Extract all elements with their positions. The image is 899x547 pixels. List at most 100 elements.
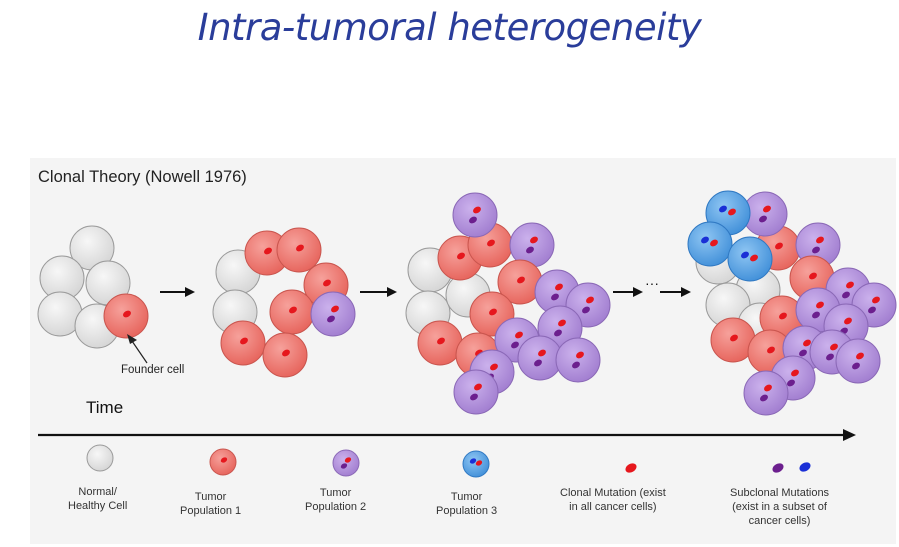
- legend-icon-normal-cell: [86, 444, 114, 472]
- clonal-mutation-mark: [816, 301, 824, 309]
- tumor-population-1-cell: [103, 293, 149, 339]
- subclonal-mutation-mark: [812, 246, 820, 254]
- stage-arrow-3b-head: [681, 287, 691, 297]
- legend-layer: [86, 444, 811, 478]
- tumor-population-2-cell: [453, 369, 499, 415]
- clonal-mutation-mark: [240, 337, 248, 345]
- tumor-population-2-cell: [517, 335, 563, 381]
- stage-arrow-3a-head: [633, 287, 643, 297]
- subclonal-mutation-mark: [572, 361, 580, 369]
- tumor-population-1-cell: [417, 320, 463, 366]
- tumor-population-3-cell: [687, 221, 733, 267]
- subclonal-mutation-mark: [534, 359, 542, 367]
- clonal-mutation-mark: [457, 252, 465, 260]
- clonal-mutation-mark: [282, 349, 290, 357]
- arrows-layer: ···: [38, 275, 856, 441]
- subclonal-mutation-mark: [826, 353, 834, 361]
- founder-cell-label: Founder cell: [121, 364, 185, 376]
- subclonal-mutation-mark: [719, 205, 727, 213]
- tumor-population-2-cell: [310, 291, 356, 337]
- tumor-population-2-cell: [835, 338, 881, 384]
- subclonal-mutation-mark: [760, 394, 768, 402]
- clonal-mutation-mark: [289, 306, 297, 314]
- tumor-population-2-cell: [452, 192, 498, 238]
- clonal-mutation-mark: [331, 305, 339, 313]
- subclonal-mutation-mark: [551, 293, 559, 301]
- subclonal-mutation-mark: [741, 251, 749, 259]
- clonal-mutation-mark: [856, 352, 864, 360]
- subclonal-mutation-mark: [842, 291, 850, 299]
- tumor-population-1-cell: [220, 320, 266, 366]
- clonal-mutation-mark: [555, 283, 563, 291]
- stage-arrow-1-head: [185, 287, 195, 297]
- subclonal-mutation-mark: [759, 215, 767, 223]
- clonal-mutation-mark: [220, 457, 228, 463]
- tumor-population-2-cell: [555, 337, 601, 383]
- subclonal-mutation-mark: [554, 329, 562, 337]
- clonal-mutation-mark: [475, 460, 483, 466]
- subclonal-mutation-mark: [787, 379, 795, 387]
- legend-label-subclonal-mutations: Subclonal Mutations(exist in a subset of…: [730, 487, 830, 527]
- clonal-mutation-mark: [264, 247, 272, 255]
- clonal-mutation-mark: [846, 281, 854, 289]
- clonal-mutation-mark: [490, 363, 498, 371]
- tumor-population-1-cell: [710, 317, 756, 363]
- subclonal-mutation-mark: [812, 311, 820, 319]
- subclonal-mutation-mark: [852, 362, 860, 370]
- tumor-population-3-cell: [727, 236, 773, 282]
- clonal-mutation-mark: [323, 279, 331, 287]
- clonal-mutation-mark: [767, 346, 775, 354]
- clonal-mutation-mark: [487, 239, 495, 247]
- founder-pointer-head: [127, 334, 137, 344]
- subclonal-mutation-mark: [701, 236, 709, 244]
- clonal-mutation-mark: [728, 208, 736, 216]
- clonal-mutation-mark: [530, 236, 538, 244]
- clonal-mutation-mark: [809, 272, 817, 280]
- clonal-mutation-mark: [538, 349, 546, 357]
- legend-icon-population-1: [209, 448, 237, 476]
- tumor-population-2-cell: [742, 191, 788, 237]
- subclonal-mutation-mark: [469, 216, 477, 224]
- clonal-mutation-mark: [803, 339, 811, 347]
- clonal-mutation-mark: [296, 244, 304, 252]
- clonal-mutation-mark: [730, 334, 738, 342]
- founder-pointer-line: [131, 340, 148, 364]
- clonal-mutation-mark: [872, 296, 880, 304]
- page-title: Intra-tumoral heterogeneity: [197, 6, 702, 49]
- legend-icon-population-2: [332, 449, 360, 477]
- stage-arrow-2-head: [387, 287, 397, 297]
- subclonal-mutation-mark: [582, 306, 590, 314]
- legend-icon-clonal-mutation: [625, 463, 637, 473]
- clonal-mutation-mark: [515, 331, 523, 339]
- subclonal-mutation-mark: [470, 393, 478, 401]
- clonal-mutation-mark: [710, 239, 718, 247]
- stage-ellipsis: ···: [645, 275, 659, 291]
- legend-icon-subclonal-purple: [772, 463, 784, 473]
- legend-icon-subclonal-blue: [799, 462, 811, 472]
- cells-layer: [37, 190, 897, 416]
- clonal-mutation-mark: [816, 236, 824, 244]
- clonal-mutation-mark: [489, 308, 497, 316]
- clonal-mutation-mark: [844, 317, 852, 325]
- subclonal-mutation-mark: [511, 341, 519, 349]
- tumor-population-1-cell: [269, 289, 315, 335]
- tumor-population-1-cell: [262, 332, 308, 378]
- subclonal-mutation-mark: [799, 349, 807, 357]
- clonal-mutation-mark: [437, 337, 445, 345]
- clonal-mutation-mark: [344, 457, 352, 463]
- time-arrow-head: [843, 429, 856, 441]
- tumor-population-2-cell: [795, 222, 841, 268]
- diagram-subtitle: Clonal Theory (Nowell 1976): [38, 168, 247, 186]
- clonal-mutation-mark: [830, 343, 838, 351]
- clonal-mutation-mark: [123, 310, 131, 318]
- legend-label-normal: Normal/Healthy Cell: [68, 486, 128, 512]
- subclonal-mutation-mark: [868, 306, 876, 314]
- clonal-mutation-mark: [558, 319, 566, 327]
- clonal-mutation-mark: [586, 296, 594, 304]
- subclonal-mutation-mark: [340, 463, 348, 469]
- subclonal-mutation-mark: [526, 246, 534, 254]
